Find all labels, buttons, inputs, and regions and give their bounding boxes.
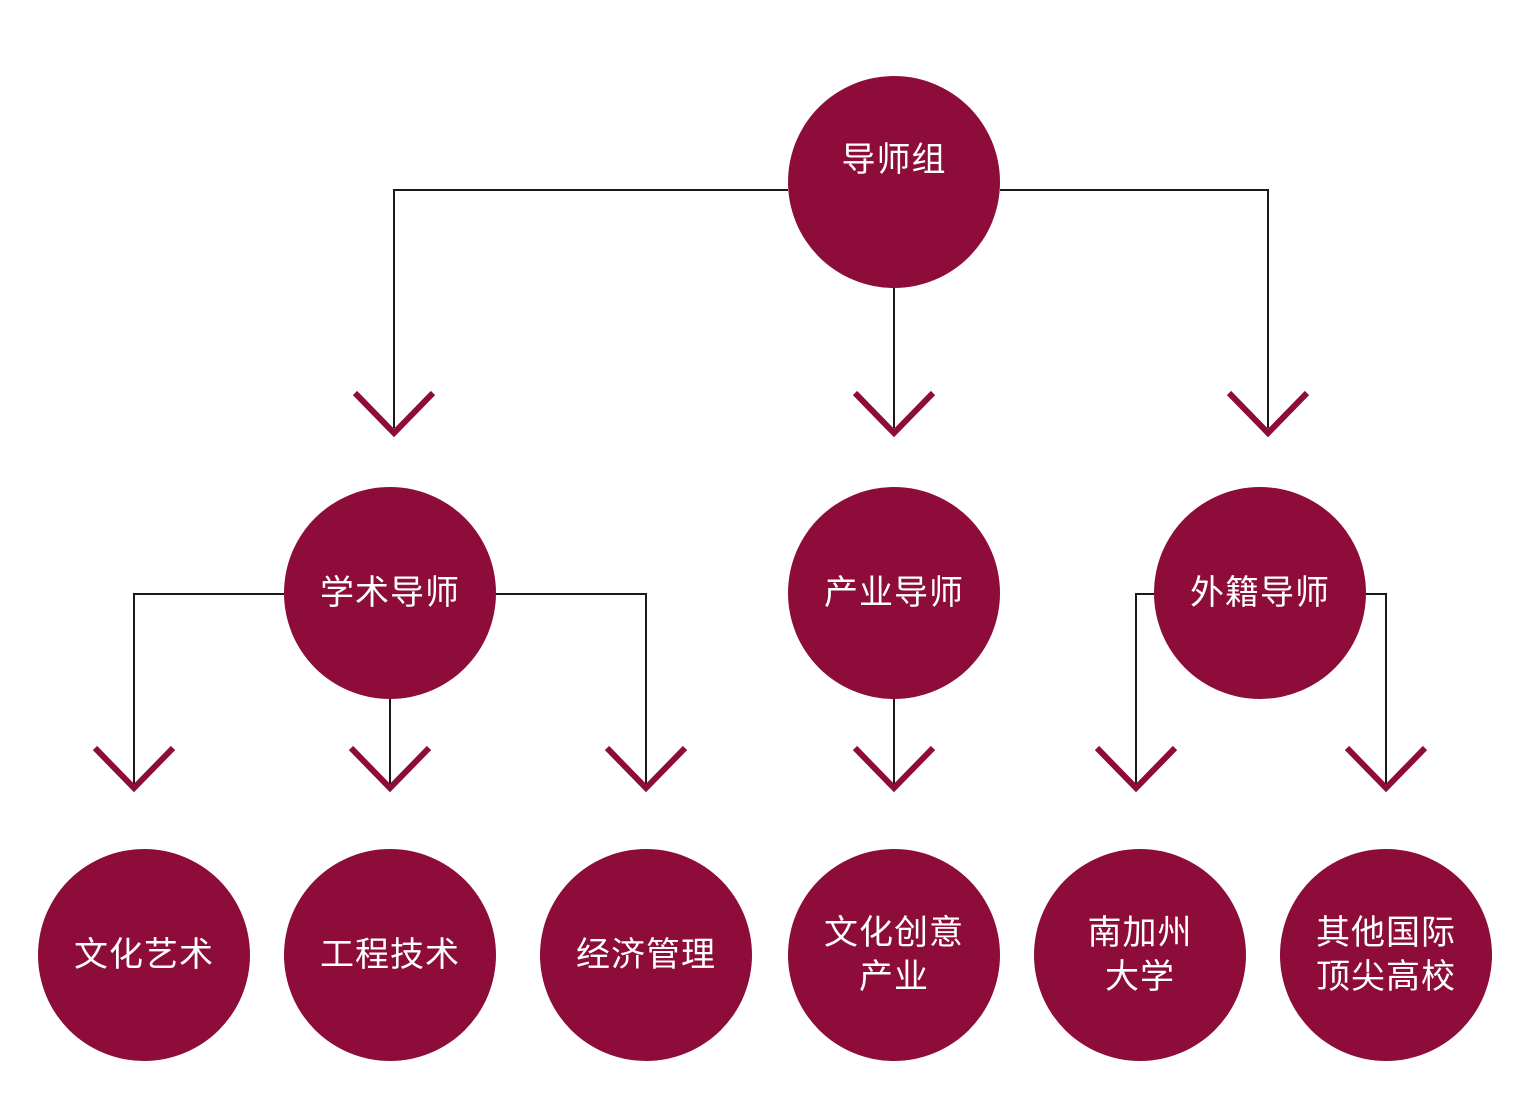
node-economics: 经济管理	[540, 849, 752, 1061]
node-usc-label-2: 大学	[1105, 957, 1175, 997]
node-creative-industry: 文化创意 产业	[788, 849, 1000, 1061]
arrow-usc-icon	[1094, 745, 1178, 793]
arrow-economics-icon	[604, 745, 688, 793]
academic-left-connector	[133, 593, 284, 784]
node-academic-mentor: 学术导师	[284, 487, 496, 699]
root-right-connector	[1000, 189, 1269, 428]
node-creative-industry-label-1: 文化创意	[824, 913, 964, 953]
arrow-academic-icon	[352, 390, 436, 438]
node-foreign-mentor-label: 外籍导师	[1190, 573, 1330, 613]
arrow-culture-art-icon	[92, 745, 176, 793]
node-foreign-mentor: 外籍导师	[1154, 487, 1366, 699]
node-usc-label-1: 南加州	[1087, 913, 1193, 953]
node-other-intl-label-1: 其他国际	[1316, 913, 1456, 953]
arrow-engineering-icon	[348, 745, 432, 793]
foreign-left-connector	[1135, 593, 1154, 784]
node-engineering-label: 工程技术	[320, 935, 460, 975]
arrow-creative-icon	[852, 745, 936, 793]
arrow-industry-icon	[852, 390, 936, 438]
node-usc: 南加州 大学	[1034, 849, 1246, 1061]
node-engineering: 工程技术	[284, 849, 496, 1061]
node-mentor-group-label: 导师组	[841, 140, 947, 180]
node-industry-mentor-label: 产业导师	[824, 573, 964, 613]
node-creative-industry-label-2: 产业	[859, 957, 929, 997]
node-economics-label: 经济管理	[576, 935, 716, 975]
node-culture-art: 文化艺术	[38, 849, 250, 1061]
node-culture-art-label: 文化艺术	[74, 935, 214, 975]
node-industry-mentor: 产业导师	[788, 487, 1000, 699]
node-other-intl-label-2: 顶尖高校	[1316, 957, 1456, 997]
foreign-right-connector	[1366, 593, 1387, 784]
arrow-other-intl-icon	[1344, 745, 1428, 793]
academic-right-connector	[496, 593, 647, 784]
root-left-connector	[393, 189, 788, 428]
arrow-foreign-icon	[1226, 390, 1310, 438]
node-mentor-group: 导师组	[788, 76, 1000, 288]
node-academic-mentor-label: 学术导师	[320, 573, 460, 613]
node-other-intl: 其他国际 顶尖高校	[1280, 849, 1492, 1061]
